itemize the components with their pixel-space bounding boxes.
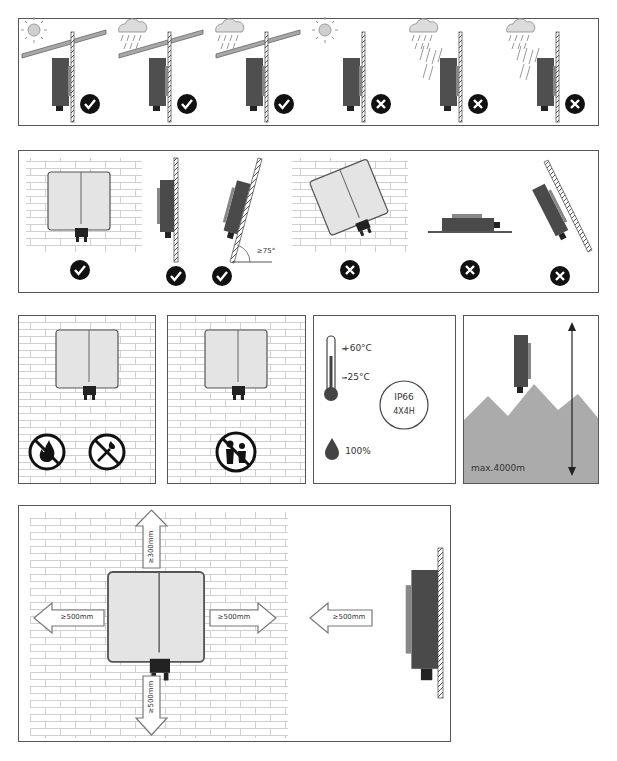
panel-frame [19,151,599,293]
panel-frame [314,316,456,484]
altitude-label: max.4000m [470,464,526,474]
panel-frame [168,316,306,484]
clearance-label: ≥500mm [332,614,367,622]
humidity-label: 100% [344,447,372,457]
clearance-label: ≥500mm [148,680,156,715]
protection-rating: IP66 [393,393,415,403]
temperature-max: +60°C [341,344,373,354]
panel-frame [19,19,599,126]
clearance-label: ≥500mm [60,614,95,622]
panel-frame [464,316,599,484]
clearance-label: ≥500mm [217,614,252,622]
temperature-min: -25°C [343,373,370,383]
panel-frame [19,506,451,742]
clearance-label: ≥300mm [148,530,156,565]
protection-rating: 4X4H [392,408,416,417]
angle-label: ≥75° [256,248,276,256]
panel-frame [19,316,156,484]
